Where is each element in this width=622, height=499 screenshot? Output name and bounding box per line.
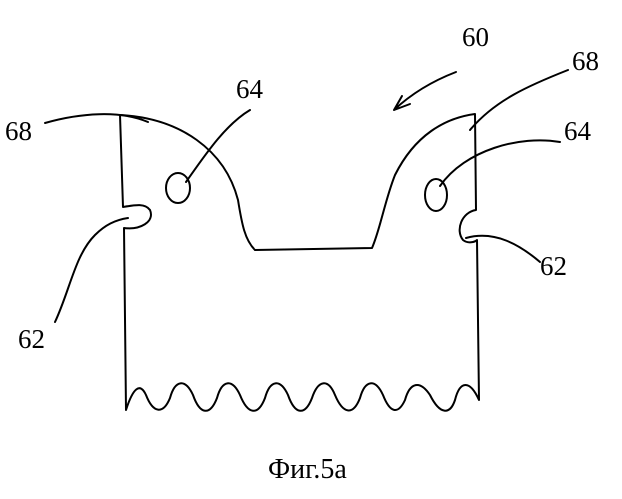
hole-right xyxy=(425,179,447,211)
leader-60-arrow xyxy=(394,72,456,110)
part-outline xyxy=(120,114,479,411)
leader-68-right xyxy=(470,70,568,130)
figure-caption: Фиг.5а xyxy=(268,454,347,485)
label-64-left: 64 xyxy=(236,74,264,104)
leader-64-left xyxy=(186,110,250,182)
label-60: 60 xyxy=(462,22,489,52)
label-68-left: 68 xyxy=(5,116,32,146)
label-62-left: 62 xyxy=(18,324,45,354)
leader-62-left xyxy=(55,218,128,322)
hole-left xyxy=(166,173,190,203)
label-68-right: 68 xyxy=(572,46,599,76)
leader-64-right xyxy=(440,140,560,186)
label-64-right: 64 xyxy=(564,116,592,146)
label-62-right: 62 xyxy=(540,251,567,281)
